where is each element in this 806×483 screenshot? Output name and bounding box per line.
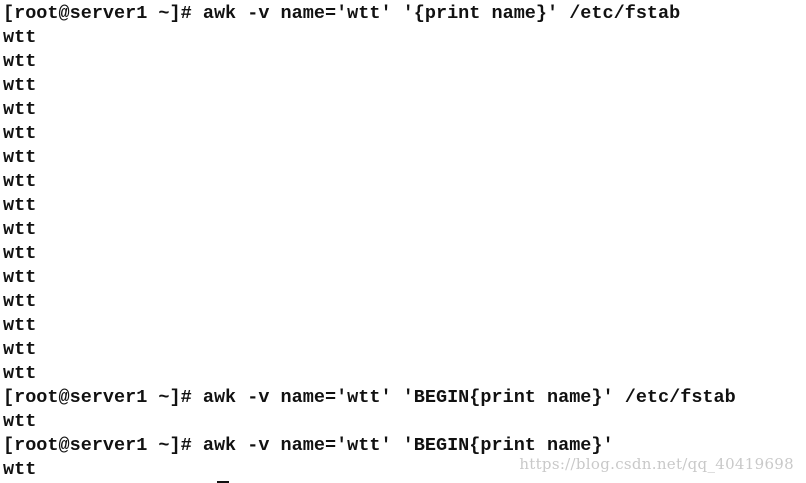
output-line: wtt bbox=[3, 315, 37, 336]
output-line: wtt bbox=[3, 219, 37, 240]
watermark-text: https://blog.csdn.net/qq_40419698 bbox=[519, 455, 794, 473]
output-line: wtt bbox=[3, 27, 37, 48]
output-line: wtt bbox=[3, 363, 37, 384]
output-line: wtt bbox=[3, 459, 37, 480]
command-line: [root@server1 ~]# awk -v name='wtt' 'BEG… bbox=[0, 386, 806, 410]
output-line: wtt bbox=[3, 243, 37, 264]
output-line: wtt bbox=[3, 147, 37, 168]
command-line: [root@server1 ~]# awk -v name='wtt' '{pr… bbox=[0, 2, 806, 26]
command-line: [root@server1 ~]# awk -v name='wtt' 'BEG… bbox=[0, 434, 806, 458]
output-line: wtt bbox=[3, 411, 37, 432]
command-text: awk -v name='wtt' 'BEGIN{print name}' /e… bbox=[202, 387, 736, 408]
shell-prompt: [root@server1 ~]# bbox=[3, 387, 203, 408]
output-line: wtt bbox=[3, 291, 37, 312]
output-line: wtt bbox=[3, 339, 37, 360]
command-text: awk -v name='wtt' '{print name}' /etc/fs… bbox=[202, 3, 681, 24]
shell-prompt: [root@server1 ~]# bbox=[3, 435, 203, 456]
output-line: wtt bbox=[3, 195, 37, 216]
text-cursor bbox=[217, 481, 229, 483]
output-line: wtt bbox=[3, 123, 37, 144]
output-line: wtt bbox=[3, 75, 37, 96]
output-line: wtt bbox=[3, 267, 37, 288]
output-line: wtt bbox=[3, 171, 37, 192]
command-text: awk -v name='wtt' 'BEGIN{print name}' bbox=[202, 435, 614, 456]
output-line: wtt bbox=[3, 51, 37, 72]
output-line: wtt bbox=[3, 99, 37, 120]
shell-prompt: [root@server1 ~]# bbox=[3, 3, 203, 24]
